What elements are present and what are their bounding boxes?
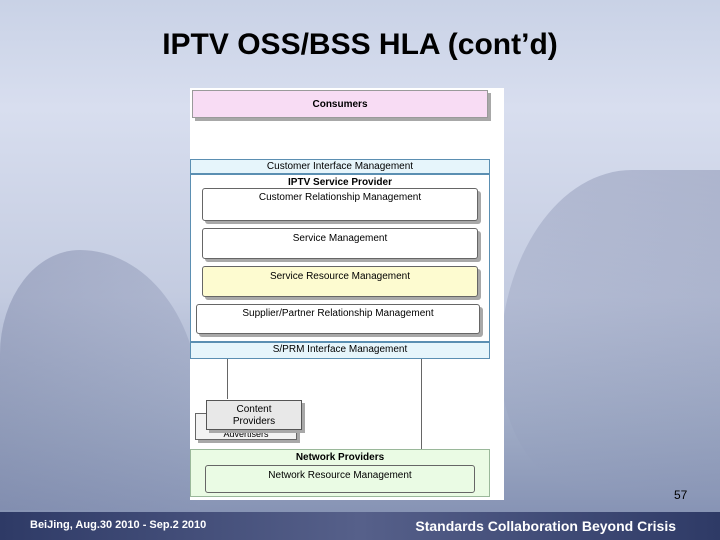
- consumers-box: Consumers: [192, 90, 488, 118]
- sprm-label: Supplier/Partner Relationship Management: [242, 308, 434, 319]
- content-providers-box: Content Providers: [206, 400, 302, 430]
- sprm-box: Supplier/Partner Relationship Management: [196, 304, 480, 334]
- connector-line-network: [421, 359, 422, 449]
- network-providers-label: Network Providers: [295, 452, 385, 463]
- provider-label: IPTV Service Provider: [288, 177, 392, 188]
- sprm-interface-box: S/PRM Interface Management: [190, 342, 490, 359]
- footer-slogan: Standards Collaboration Beyond Crisis: [415, 518, 676, 534]
- service-management-label: Service Management: [292, 233, 388, 244]
- network-resource-label: Network Resource Management: [268, 470, 412, 481]
- service-resource-box: Service Resource Management: [202, 266, 478, 297]
- footer-location-date: BeiJing, Aug.30 2010 - Sep.2 2010: [30, 519, 207, 531]
- network-resource-box: Network Resource Management: [205, 465, 475, 493]
- service-management-box: Service Management: [202, 228, 478, 259]
- content-providers-label: Content Providers: [232, 404, 276, 427]
- background-decoration-right: [500, 170, 720, 490]
- connector-line-content: [227, 359, 228, 399]
- crm-box: Customer Relationship Management: [202, 188, 478, 221]
- customer-interface-label: Customer Interface Management: [266, 161, 414, 172]
- advertisers-label: Advertisers: [223, 429, 269, 439]
- crm-label: Customer Relationship Management: [258, 192, 422, 203]
- customer-interface-box: Customer Interface Management: [190, 159, 490, 174]
- footer-bar: BeiJing, Aug.30 2010 - Sep.2 2010 Standa…: [0, 512, 720, 540]
- page-number: 57: [674, 488, 688, 502]
- background-decoration-left: [0, 250, 200, 510]
- sprm-interface-label: S/PRM Interface Management: [272, 344, 408, 355]
- service-resource-label: Service Resource Management: [269, 271, 411, 282]
- consumers-label: Consumers: [312, 99, 368, 110]
- architecture-diagram: Consumers Customer Interface Management …: [190, 88, 504, 500]
- slide-title: IPTV OSS/BSS HLA (cont’d): [162, 28, 558, 61]
